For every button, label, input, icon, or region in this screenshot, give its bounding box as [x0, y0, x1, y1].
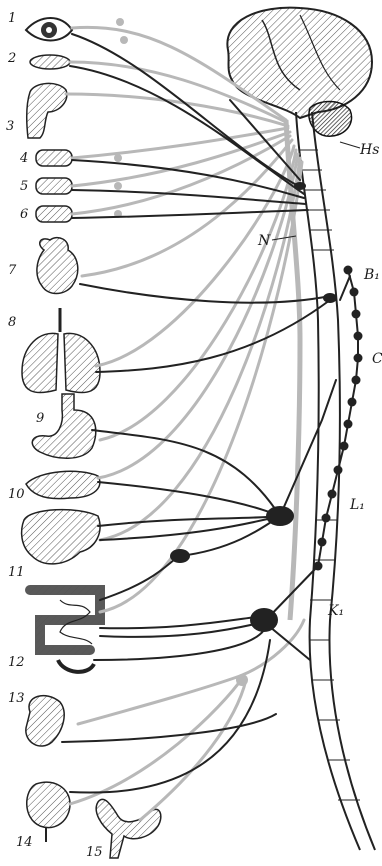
organ-pancreas	[26, 471, 100, 498]
organ-reproductive	[96, 799, 161, 858]
organ-salivary-glands	[36, 150, 72, 222]
label-7: 7	[8, 264, 16, 277]
label-n: N	[258, 234, 270, 248]
label-3: 3	[6, 120, 14, 133]
parasympathetic-nerves	[66, 18, 304, 820]
label-1: 1	[8, 12, 16, 25]
label-b1: B₁	[364, 268, 380, 282]
brain	[227, 8, 372, 118]
spinal-cord	[286, 112, 375, 850]
organ-intestines	[30, 590, 100, 672]
cerebellum	[309, 102, 352, 137]
organ-bladder	[27, 782, 70, 842]
hs-pointer	[340, 142, 360, 148]
label-4: 4	[20, 152, 28, 165]
organ-liver	[22, 510, 100, 564]
organ-eye	[26, 18, 72, 41]
label-10: 10	[8, 488, 25, 501]
label-6: 6	[20, 208, 28, 221]
label-c: C	[372, 352, 382, 366]
label-8: 8	[8, 316, 16, 329]
label-k1: K₁	[328, 604, 344, 618]
organ-lungs	[22, 308, 100, 393]
label-11: 11	[8, 566, 25, 579]
label-l1: L₁	[350, 498, 365, 512]
label-5: 5	[20, 180, 28, 193]
sympathetic-nerves	[62, 34, 350, 793]
label-hs: Hs	[360, 143, 379, 157]
label-12: 12	[8, 656, 25, 669]
organ-heart	[37, 238, 78, 294]
label-14: 14	[16, 836, 33, 849]
organ-head-mouth	[27, 83, 67, 138]
organ-kidney	[26, 696, 64, 746]
label-13: 13	[8, 692, 25, 705]
organ-stomach	[32, 394, 96, 458]
label-9: 9	[36, 412, 44, 425]
organ-lacrimal-gland	[30, 55, 70, 69]
label-2: 2	[8, 52, 16, 65]
label-15: 15	[86, 846, 103, 859]
